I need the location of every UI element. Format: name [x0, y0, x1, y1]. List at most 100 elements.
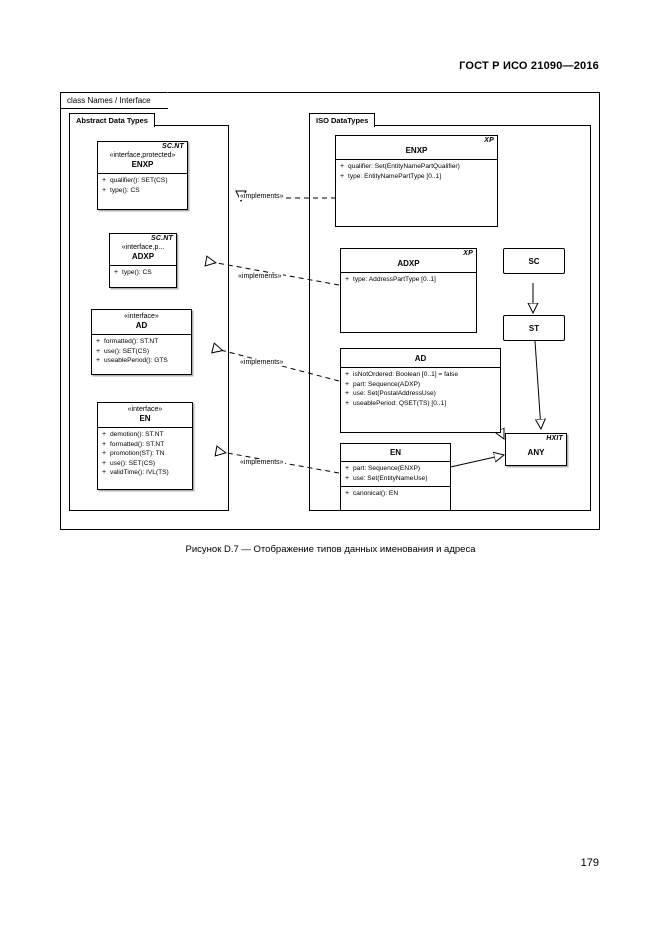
diagram-frame-label: class Names / Interface: [61, 92, 168, 109]
operation-label: validTime(): IVL(TS): [110, 469, 169, 476]
visibility-marker: +: [95, 357, 101, 364]
operation-label: qualifier(): SET(CS): [110, 177, 168, 184]
visibility-marker: +: [95, 347, 101, 355]
class-ad-abstract[interactable]: «interface» AD + formatted(): ST.NT + us…: [91, 309, 192, 375]
class-enxp-abstract-operations: + qualifier(): SET(CS) + type(): CS: [98, 174, 187, 198]
operation-row: + useablePeriod(): GTS: [95, 356, 188, 366]
class-ad-abstract-stereotype: «interface»: [124, 313, 159, 320]
page-number: 179: [580, 857, 599, 869]
edge-label-implements-adxp: «implements»: [237, 273, 283, 280]
class-ad-abstract-operations: + formatted(): ST.NT + use(): SET(CS) + …: [92, 335, 191, 369]
attribute-row: + part: Sequence(ADXP): [344, 380, 497, 390]
visibility-marker: +: [344, 276, 350, 283]
operation-label: use(): SET(CS): [104, 347, 150, 355]
operation-row: + use(): SET(CS): [101, 459, 189, 469]
visibility-marker: +: [339, 172, 345, 180]
visibility-marker: +: [101, 469, 107, 476]
class-adxp-abstract[interactable]: SC.NT «interface,p... ADXP + type(): CS: [109, 233, 177, 288]
visibility-marker: +: [101, 459, 107, 467]
edge-label-implements-ad: «implements»: [239, 359, 285, 366]
class-en-abstract-stereotype: «interface»: [127, 406, 163, 413]
attribute-label: type: EntityNamePartType [0..1]: [348, 172, 442, 180]
class-enxp-abstract-tag: SC.NT: [162, 143, 184, 150]
operation-label: promotion(ST): TN: [110, 450, 165, 457]
attribute-label: use: Set(EntityNameUse): [353, 474, 428, 482]
edge-label-implements-enxp: «implements»: [239, 193, 285, 200]
class-sc-name: SC: [528, 256, 540, 266]
class-enxp-abstract-header: «interface,protected» ENXP: [98, 142, 187, 174]
class-en-abstract[interactable]: «interface» EN + demotion(): ST.NT + for…: [97, 402, 193, 490]
operation-row: + demotion(): ST.NT: [101, 430, 189, 440]
operation-row: + validTime(): IVL(TS): [101, 468, 189, 478]
class-sc[interactable]: SC: [503, 248, 565, 274]
visibility-marker: +: [344, 371, 350, 378]
uml-diagram-frame: class Names / Interface Abstract Data: [60, 92, 600, 530]
operation-row: + formatted(): ST.NT: [95, 337, 188, 347]
class-en-abstract-name: EN: [139, 414, 151, 423]
class-adxp-abstract-operations: + type(): CS: [110, 266, 176, 281]
class-adxp-abstract-name: ADXP: [131, 252, 155, 261]
class-st[interactable]: ST: [503, 315, 565, 341]
attribute-row: + qualifier: Set(EntityNamePartQualifier…: [339, 162, 494, 172]
class-en-abstract-header: «interface» EN: [98, 403, 192, 428]
edge-implements-en: [216, 451, 340, 474]
visibility-marker: +: [113, 269, 119, 276]
attribute-label: qualifier: Set(EntityNamePartQualifier): [348, 163, 460, 170]
visibility-marker: +: [344, 474, 350, 482]
class-en-iso-header: EN: [341, 444, 450, 462]
class-adxp-iso-tag: XP: [463, 250, 473, 257]
class-en-iso-operations: + canonical(): EN: [341, 487, 450, 502]
visibility-marker: +: [344, 390, 350, 397]
operation-row: + canonical(): EN: [344, 489, 447, 499]
class-ad-iso-name: AD: [414, 354, 427, 363]
class-ad-iso[interactable]: AD + isNotOrdered: Boolean [0..1] = fals…: [340, 348, 501, 433]
class-adxp-iso-attributes: + type: AddressPartType [0..1]: [341, 273, 476, 288]
class-adxp-iso[interactable]: XP ADXP + type: AddressPartType [0..1]: [340, 248, 477, 333]
class-adxp-iso-header: ADXP: [341, 249, 476, 273]
attribute-row: + type: EntityNamePartType [0..1]: [339, 172, 494, 182]
class-enxp-iso-attributes: + qualifier: Set(EntityNamePartQualifier…: [336, 160, 497, 184]
attribute-row: + useablePeriod: QSET(TS) [0..1]: [344, 399, 497, 409]
class-en-iso[interactable]: EN + part: Sequence(ENXP) + use: Set(Ent…: [340, 443, 451, 511]
visibility-marker: +: [101, 440, 107, 448]
class-enxp-iso[interactable]: XP ENXP + qualifier: Set(EntityNamePartQ…: [335, 135, 498, 227]
attribute-label: use: Set(PostalAddressUse): [353, 390, 436, 397]
class-ad-abstract-name: AD: [135, 321, 148, 330]
attribute-label: useablePeriod: QSET(TS) [0..1]: [353, 399, 447, 407]
attribute-row: + part: Sequence(ENXP): [344, 464, 447, 474]
visibility-marker: +: [344, 380, 350, 388]
package-iso-datatypes-label: ISO DataTypes: [309, 113, 376, 127]
visibility-marker: +: [101, 177, 107, 184]
class-any[interactable]: HXIT ANY: [505, 433, 567, 466]
class-enxp-abstract-name: ENXP: [131, 160, 154, 169]
class-any-name: ANY: [527, 448, 545, 457]
attribute-row: + use: Set(PostalAddressUse): [344, 389, 497, 399]
attribute-label: part: Sequence(ADXP): [353, 380, 421, 388]
class-ad-abstract-header: «interface» AD: [92, 310, 191, 335]
class-ad-iso-attributes: + isNotOrdered: Boolean [0..1] = false +…: [341, 368, 500, 411]
visibility-marker: +: [95, 338, 101, 345]
attribute-row: + isNotOrdered: Boolean [0..1] = false: [344, 370, 497, 380]
visibility-marker: +: [101, 431, 107, 438]
operation-label: type(): CS: [122, 269, 152, 276]
class-enxp-abstract[interactable]: SC.NT «interface,protected» ENXP + quali…: [97, 141, 188, 210]
operation-row: + use(): SET(CS): [95, 347, 188, 357]
edge-generalization-st-any: [535, 340, 541, 429]
attribute-row: + type: AddressPartType [0..1]: [344, 275, 473, 285]
operation-label: useablePeriod(): GTS: [104, 357, 168, 364]
operation-row: + promotion(ST): TN: [101, 449, 189, 459]
class-any-tag: HXIT: [546, 435, 563, 442]
class-ad-iso-header: AD: [341, 349, 500, 368]
class-adxp-abstract-tag: SC.NT: [151, 235, 173, 242]
class-en-abstract-operations: + demotion(): ST.NT + formatted(): ST.NT…: [98, 428, 192, 481]
class-st-name: ST: [528, 323, 540, 333]
operation-row: + type(): CS: [101, 186, 184, 196]
operation-label: formatted(): ST.NT: [104, 338, 159, 345]
page-header: ГОСТ Р ИСО 21090—2016: [459, 60, 599, 72]
operation-label: type(): CS: [110, 186, 140, 194]
attribute-row: + use: Set(EntityNameUse): [344, 474, 447, 484]
figure-caption: Рисунок D.7 — Отображение типов данных и…: [185, 544, 476, 555]
visibility-marker: +: [101, 186, 107, 194]
class-enxp-iso-header: ENXP: [336, 136, 497, 160]
diagram-frame-label-text: class Names / Interface: [67, 96, 151, 105]
